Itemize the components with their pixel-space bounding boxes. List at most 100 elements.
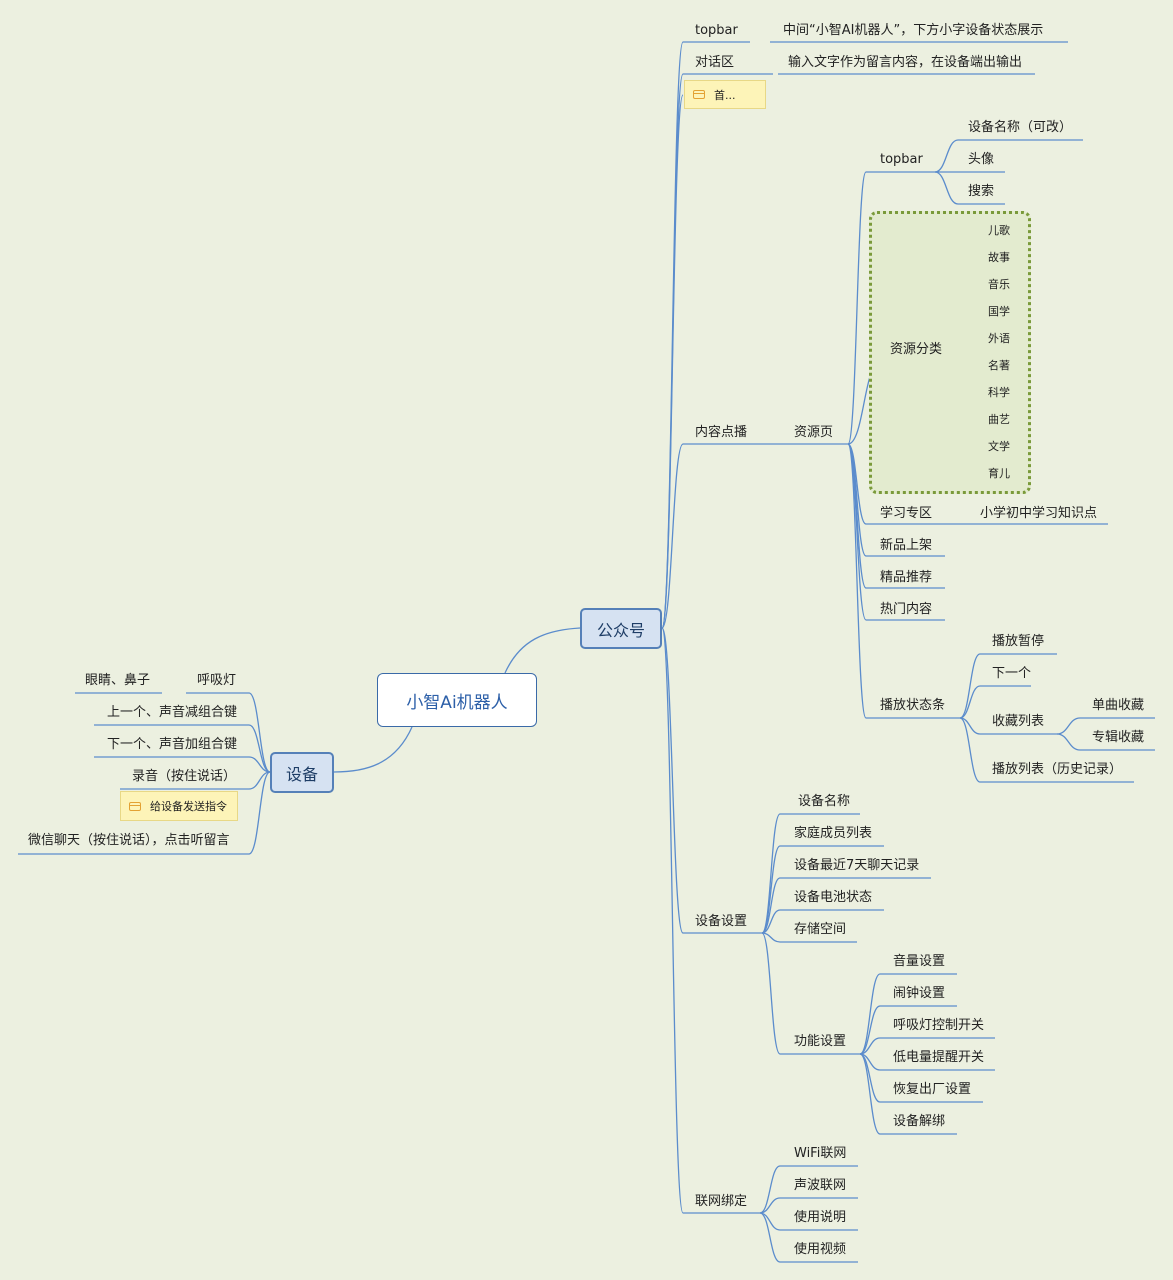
settings-item[interactable]: 家庭成员列表 <box>794 826 873 841</box>
network-item[interactable]: 使用说明 <box>794 1210 847 1225</box>
featured[interactable]: 精品推荐 <box>880 570 933 585</box>
category-item[interactable]: 育儿 <box>988 467 1010 480</box>
branch-connector <box>761 932 781 943</box>
branch-connector <box>248 692 271 773</box>
branch-connector <box>661 627 684 934</box>
study-zone[interactable]: 学习专区 <box>880 506 933 521</box>
note-icon <box>129 801 141 811</box>
func-item[interactable]: 呼吸灯控制开关 <box>893 1018 985 1033</box>
branch-connector <box>333 726 413 773</box>
device-eyes-nose[interactable]: 眼睛、鼻子 <box>85 673 151 688</box>
mp-dialog[interactable]: 对话区 <box>695 55 735 70</box>
fav-single[interactable]: 单曲收藏 <box>1092 698 1145 713</box>
func-item[interactable]: 闹钟设置 <box>893 986 946 1001</box>
resource-page[interactable]: 资源页 <box>794 425 834 440</box>
func-item[interactable]: 音量设置 <box>893 954 946 969</box>
settings-item[interactable]: 存储空间 <box>794 922 847 937</box>
category-item[interactable]: 国学 <box>988 305 1010 318</box>
branch-connector <box>959 717 981 783</box>
branch-connector <box>859 973 881 1055</box>
fav-album[interactable]: 专辑收藏 <box>1092 730 1145 745</box>
branch-connector <box>248 771 271 790</box>
play-history[interactable]: 播放列表（历史记录） <box>992 762 1123 777</box>
func-item[interactable]: 低电量提醒开关 <box>893 1050 985 1065</box>
favorites[interactable]: 收藏列表 <box>992 714 1045 729</box>
category-item[interactable]: 科学 <box>988 386 1010 399</box>
settings-item[interactable]: 设备最近7天聊天记录 <box>794 858 920 873</box>
new-arrivals[interactable]: 新品上架 <box>880 538 933 553</box>
category-item[interactable]: 音乐 <box>988 278 1010 291</box>
branch-connector <box>859 1053 881 1135</box>
root-topic[interactable]: 小智Ai机器人 <box>377 673 537 727</box>
category-item[interactable]: 曲艺 <box>988 413 1010 426</box>
branch-connector <box>959 685 981 719</box>
mp-network[interactable]: 联网绑定 <box>695 1194 748 1209</box>
mp-dialog-desc[interactable]: 输入文字作为留言内容，在设备端出输出 <box>788 55 1023 70</box>
player-next[interactable]: 下一个 <box>992 666 1032 681</box>
topbar-search[interactable]: 搜索 <box>968 184 995 199</box>
player-pause[interactable]: 播放暂停 <box>992 634 1045 649</box>
branch-connector <box>934 171 959 205</box>
topbar-device-name[interactable]: 设备名称（可改） <box>968 120 1073 135</box>
mp-settings[interactable]: 设备设置 <box>695 914 748 929</box>
topbar-avatar[interactable]: 头像 <box>968 152 995 167</box>
branch-connector <box>761 813 781 934</box>
note-icon <box>693 90 705 99</box>
branch-connector <box>761 932 781 1055</box>
branch-connector <box>248 771 271 855</box>
mp-content[interactable]: 内容点播 <box>695 425 748 440</box>
network-item[interactable]: WiFi联网 <box>794 1146 847 1161</box>
branch-connector <box>248 756 271 773</box>
note-text: 首... <box>714 88 736 102</box>
branch-connector <box>959 653 981 719</box>
mp-dialog-note[interactable]: 首... <box>684 80 766 109</box>
branch-connector <box>859 1037 881 1055</box>
branch-connector <box>661 443 684 629</box>
branch-connector <box>761 877 781 934</box>
category-group-boundary <box>869 211 1031 494</box>
branch-connector <box>661 627 684 1214</box>
topic-device[interactable]: 设备 <box>270 752 334 793</box>
branch-connector <box>761 845 781 934</box>
branch-connector <box>759 1197 781 1214</box>
category-item[interactable]: 儿歌 <box>988 224 1010 237</box>
branch-connector <box>1056 733 1081 751</box>
branch-connector <box>248 724 271 773</box>
settings-item[interactable]: 设备名称 <box>798 794 851 809</box>
note-text: 给设备发送指令 <box>150 800 227 813</box>
branch-connector <box>847 443 867 719</box>
category-item[interactable]: 外语 <box>988 332 1010 345</box>
hot-content[interactable]: 热门内容 <box>880 602 933 617</box>
mp-topbar-desc[interactable]: 中间“小智AI机器人”，下方小字设备状态展示 <box>783 23 1044 38</box>
device-record-note[interactable]: 给设备发送指令 <box>120 791 238 821</box>
network-item[interactable]: 使用视频 <box>794 1242 847 1257</box>
branch-connector <box>847 171 867 445</box>
func-item[interactable]: 恢复出厂设置 <box>893 1082 972 1097</box>
mp-topbar[interactable]: topbar <box>695 23 738 38</box>
resource-category[interactable]: 资源分类 <box>890 342 943 357</box>
device-wechat[interactable]: 微信聊天（按住说话），点击听留言 <box>28 833 230 848</box>
branch-connector <box>934 139 959 173</box>
resource-topbar[interactable]: topbar <box>880 152 923 167</box>
branch-connector <box>504 627 581 674</box>
branch-connector <box>661 94 684 629</box>
study-zone-desc[interactable]: 小学初中学习知识点 <box>980 506 1098 521</box>
category-item[interactable]: 名著 <box>988 359 1010 372</box>
func-item[interactable]: 设备解绑 <box>893 1114 946 1129</box>
device-record[interactable]: 录音（按住说话） <box>132 769 237 784</box>
branch-connector <box>1056 717 1081 735</box>
category-item[interactable]: 文学 <box>988 440 1010 453</box>
player-bar[interactable]: 播放状态条 <box>880 698 946 713</box>
branch-connector <box>859 1005 881 1055</box>
device-prev-key[interactable]: 上一个、声音减组合键 <box>107 705 238 720</box>
device-breath-light[interactable]: 呼吸灯 <box>197 673 237 688</box>
branch-connector <box>759 1165 781 1214</box>
function-settings[interactable]: 功能设置 <box>794 1034 847 1049</box>
settings-item[interactable]: 设备电池状态 <box>794 890 873 905</box>
branch-connector <box>759 1212 781 1263</box>
topic-official-account[interactable]: 公众号 <box>580 608 662 649</box>
category-item[interactable]: 故事 <box>988 251 1010 264</box>
network-item[interactable]: 声波联网 <box>794 1178 847 1193</box>
branch-connector <box>761 909 781 934</box>
device-next-key[interactable]: 下一个、声音加组合键 <box>107 737 238 752</box>
